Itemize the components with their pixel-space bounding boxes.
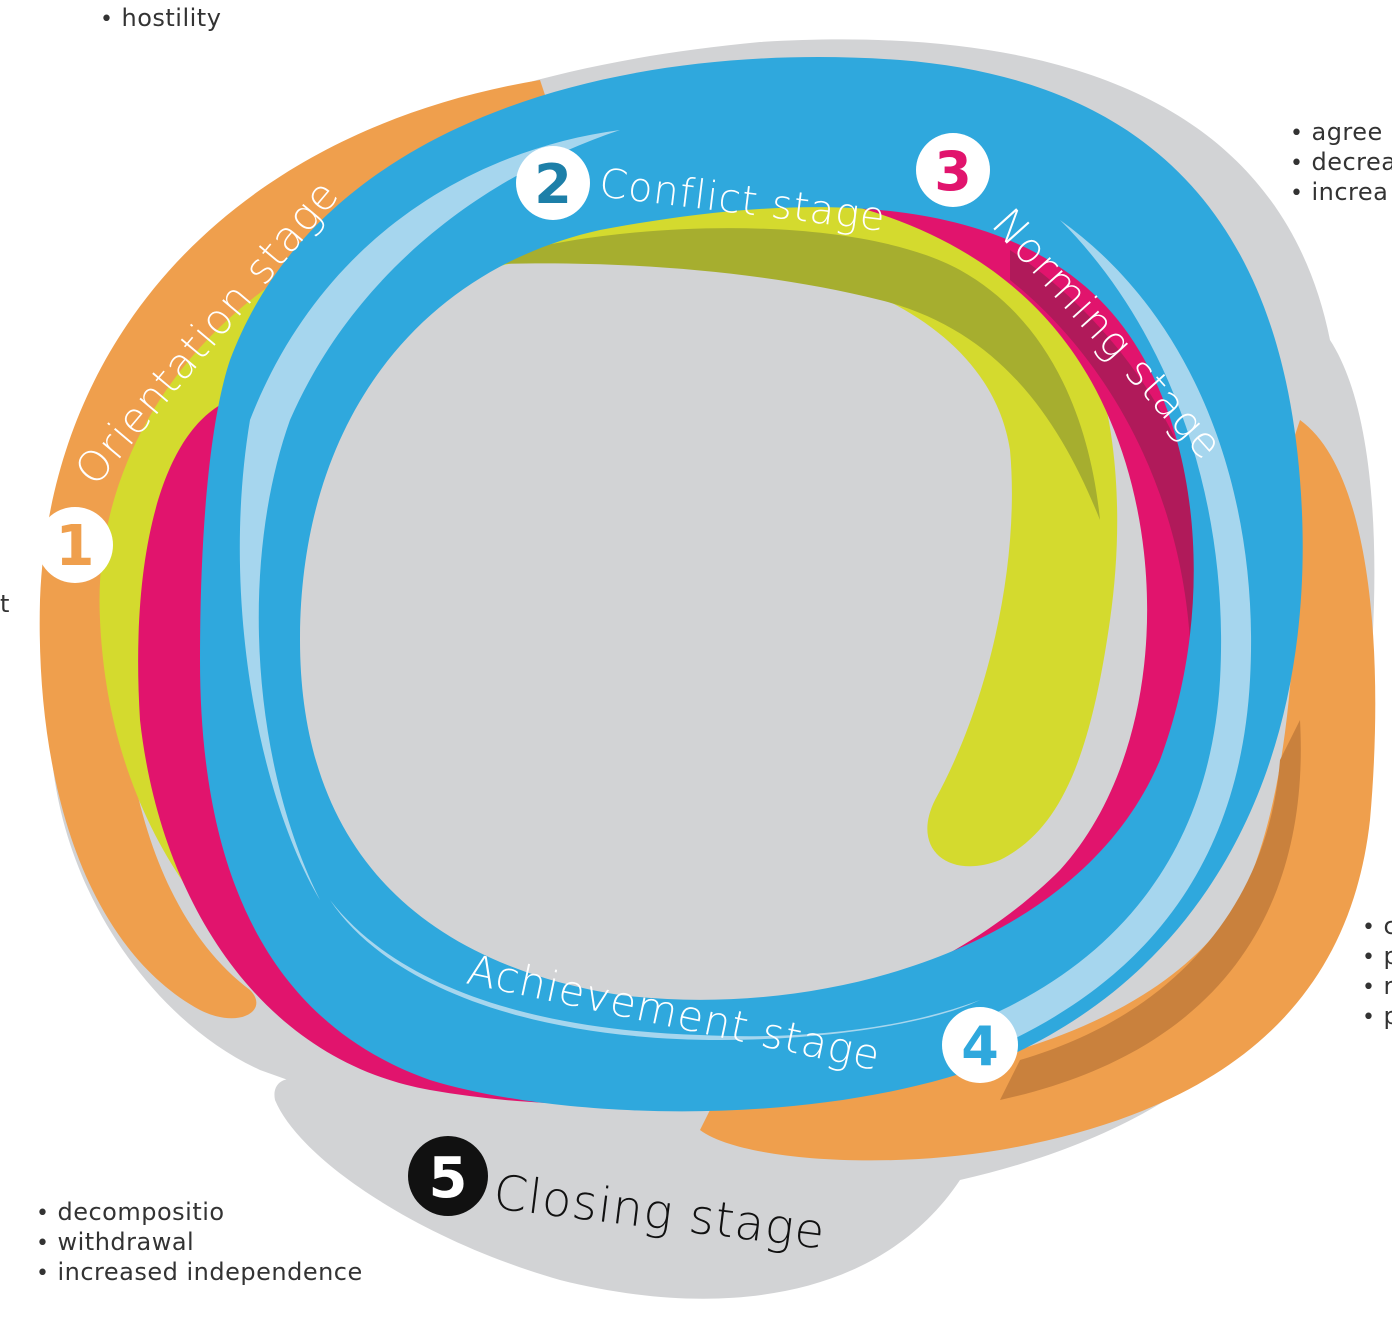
stage-3-number: 3 xyxy=(934,140,972,203)
list-item: increased independence xyxy=(36,1258,363,1288)
list-item: agree xyxy=(1290,118,1392,148)
stage-5-number: 5 xyxy=(429,1146,468,1211)
list-item: hostility xyxy=(100,4,221,34)
orientation-ribbon xyxy=(39,80,560,1019)
conflict-ribbon-shade xyxy=(470,228,1100,521)
orientation-ribbon-shade xyxy=(1000,720,1301,1100)
list-item: decrea xyxy=(1290,148,1392,178)
list-item: r xyxy=(1362,972,1392,1002)
list-item: withdrawal xyxy=(36,1228,363,1258)
stage-4-number: 4 xyxy=(961,1015,999,1078)
stage-2-number: 2 xyxy=(534,153,572,216)
notes-left-mid: t xyxy=(0,590,10,618)
stage-3-badge: 3 xyxy=(916,133,990,207)
list-item: p xyxy=(1362,1002,1392,1032)
achievement-ribbon-highlight xyxy=(239,130,621,900)
stage-2-badge: 2 xyxy=(516,146,590,220)
list-item: increa xyxy=(1290,178,1392,208)
achievement-ribbon-highlight-right xyxy=(980,220,1252,1050)
list-item: p xyxy=(1362,942,1392,972)
notes-right-bottom: c p r p xyxy=(1362,912,1392,1032)
stage-5-badge: 5 xyxy=(408,1136,488,1216)
stage-1-number: 1 xyxy=(56,514,95,579)
stage-4-badge: 4 xyxy=(942,1007,1018,1083)
notes-top: hostility xyxy=(100,4,221,34)
notes-right-top: agree decrea increa xyxy=(1290,118,1392,208)
achievement-ribbon-highlight-bottom xyxy=(330,900,980,1040)
list-item: decompositio xyxy=(36,1198,363,1228)
stage-1-badge: 1 xyxy=(37,507,113,583)
list-item: c xyxy=(1362,912,1392,942)
notes-bottom-left: decompositio withdrawal increased indepe… xyxy=(36,1198,363,1288)
